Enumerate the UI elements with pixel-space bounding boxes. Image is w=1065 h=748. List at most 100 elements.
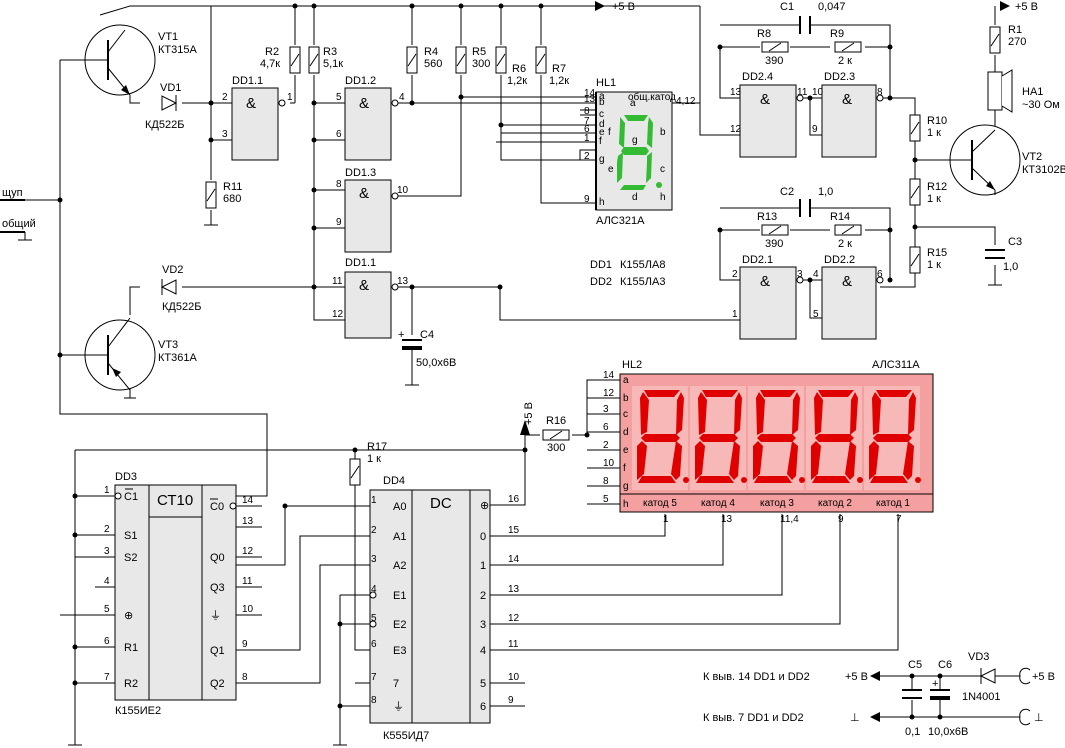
svg-text:R7: R7 (552, 63, 566, 75)
r13-resistor: R13 390 (757, 211, 789, 250)
svg-text:К155ЛА8: К155ЛА8 (620, 259, 665, 271)
svg-text:2: 2 (732, 269, 738, 280)
hl2-pin-seg-c: c (623, 409, 628, 420)
svg-text:0,047: 0,047 (818, 1, 846, 13)
svg-text:R6: R6 (512, 63, 526, 75)
svg-text:5,1к: 5,1к (323, 58, 343, 70)
svg-text:1,0: 1,0 (1003, 261, 1018, 273)
ground-label-in: ⊥ (1034, 712, 1044, 724)
dd4-pin-name-11: 4 (480, 645, 486, 657)
dd4-title: DC (430, 495, 452, 512)
hl2-cathode-1: катод 1 (876, 498, 910, 509)
hl1-pin-14: 14 (584, 88, 596, 99)
svg-text:300: 300 (547, 442, 565, 454)
hl2-digits (632, 386, 921, 490)
vt3-part: КТ361А (158, 352, 197, 364)
hl2-seg-f (698, 392, 707, 435)
c5-capacitor: C5 0,1 (902, 659, 922, 738)
vt2-transistor: VT2 КТ3102В (949, 124, 1065, 196)
dd3-pin-name-11: Q3 (210, 582, 225, 594)
hl2-pin-seg-a: a (623, 375, 629, 386)
dd4-pin-15: 15 (508, 525, 520, 536)
dd3-pin-8: 8 (242, 672, 248, 683)
hl2-seg-h (799, 477, 805, 483)
hl2-seg-c (903, 441, 914, 480)
svg-text:&: & (246, 95, 256, 112)
svg-text:1 к: 1 к (927, 127, 941, 139)
hl1-pin-seg-b: b (599, 97, 605, 108)
svg-text:5: 5 (336, 92, 342, 103)
svg-text:10: 10 (397, 185, 409, 196)
dd3-pin-5: 5 (104, 604, 110, 615)
svg-text:C2: C2 (780, 186, 794, 198)
svg-text:DD2.1: DD2.1 (742, 254, 773, 266)
hl1-seg-h: h (660, 192, 666, 203)
dd3-pin-6: 6 (104, 636, 110, 647)
svg-text:R9: R9 (830, 28, 844, 40)
gate-dd1-2: & DD1.2 5 6 4 (336, 75, 405, 161)
hl2-pin-8: 8 (603, 476, 609, 487)
dd4-ref: DD4 (383, 475, 405, 487)
hl1-pin-7: 7 (584, 116, 590, 127)
vd1-ref: VD1 (160, 82, 181, 94)
ha1-ref: HA1 (1022, 86, 1043, 98)
hl2-cathode-pin-4: 13 (721, 514, 733, 525)
svg-text:R16: R16 (546, 415, 566, 427)
svg-text:12: 12 (332, 309, 344, 320)
svg-text:390: 390 (765, 55, 783, 67)
hl2-seg-e (695, 441, 705, 480)
svg-text:&: & (760, 273, 770, 290)
hl2-seg-c (729, 441, 740, 480)
vt3-ref: VT3 (158, 339, 178, 351)
dd3-pin-13: 13 (242, 516, 254, 527)
hl2-pin-14: 14 (603, 370, 615, 381)
svg-text:DD2.3: DD2.3 (824, 71, 855, 83)
dd3-pin-4: 4 (104, 576, 110, 587)
dd4-pin-name-6: E3 (393, 645, 406, 657)
hl2-pin-seg-e: e (623, 445, 629, 456)
hl2-seg-g (757, 434, 796, 442)
hl2-digit-2 (690, 386, 747, 490)
svg-text:560: 560 (424, 58, 442, 70)
svg-text:&: & (359, 277, 369, 294)
svg-text:390: 390 (765, 238, 783, 250)
dd3-pin-name-6: R1 (124, 642, 138, 654)
svg-text:DD1: DD1 (590, 259, 612, 271)
hl2-pin-seg-d: d (623, 427, 629, 438)
svg-text:1,2к: 1,2к (507, 75, 527, 87)
svg-text:&: & (760, 91, 770, 108)
svg-text:DD1.2: DD1.2 (345, 75, 376, 87)
svg-text:R13: R13 (757, 211, 777, 223)
svg-text:C5: C5 (908, 659, 922, 671)
svg-text:3: 3 (797, 269, 803, 280)
svg-text:9: 9 (812, 124, 818, 135)
hl2-seg-g (699, 434, 738, 442)
vd2-diode: VD2 КД522Б (160, 264, 201, 313)
dd4-pin-name-14: 1 (480, 560, 486, 572)
svg-text:1 к: 1 к (927, 193, 941, 205)
dd3-pin-14: 14 (242, 495, 254, 506)
hl2-seg-d (812, 476, 850, 483)
svg-text:0,1: 0,1 (905, 726, 920, 738)
hl2-seg-b (676, 392, 684, 435)
vd3-diode: VD3 1N4001 (962, 651, 1001, 703)
dd4-pin-name-5: E2 (393, 619, 406, 631)
r9-resistor: R92 к (830, 28, 862, 67)
dd4-pin-6: 6 (371, 639, 377, 650)
dd4-part: К555ИД7 (383, 730, 429, 742)
hl2-pin-3: 3 (603, 404, 609, 415)
svg-text:К155ЛА3: К155ЛА3 (620, 276, 665, 288)
hl1-pin-9: 9 (584, 194, 590, 205)
hl2-seg-c (845, 441, 856, 480)
hl2-digit-3 (748, 386, 805, 490)
r3-resistor: R35,1к (308, 46, 343, 74)
gate-dd2-3: & DD2.3 10 9 8 (812, 71, 884, 158)
gate-dd1-3: & DD1.3 8 9 10 (336, 167, 409, 253)
hl2-pin-seg-f: f (623, 463, 626, 474)
